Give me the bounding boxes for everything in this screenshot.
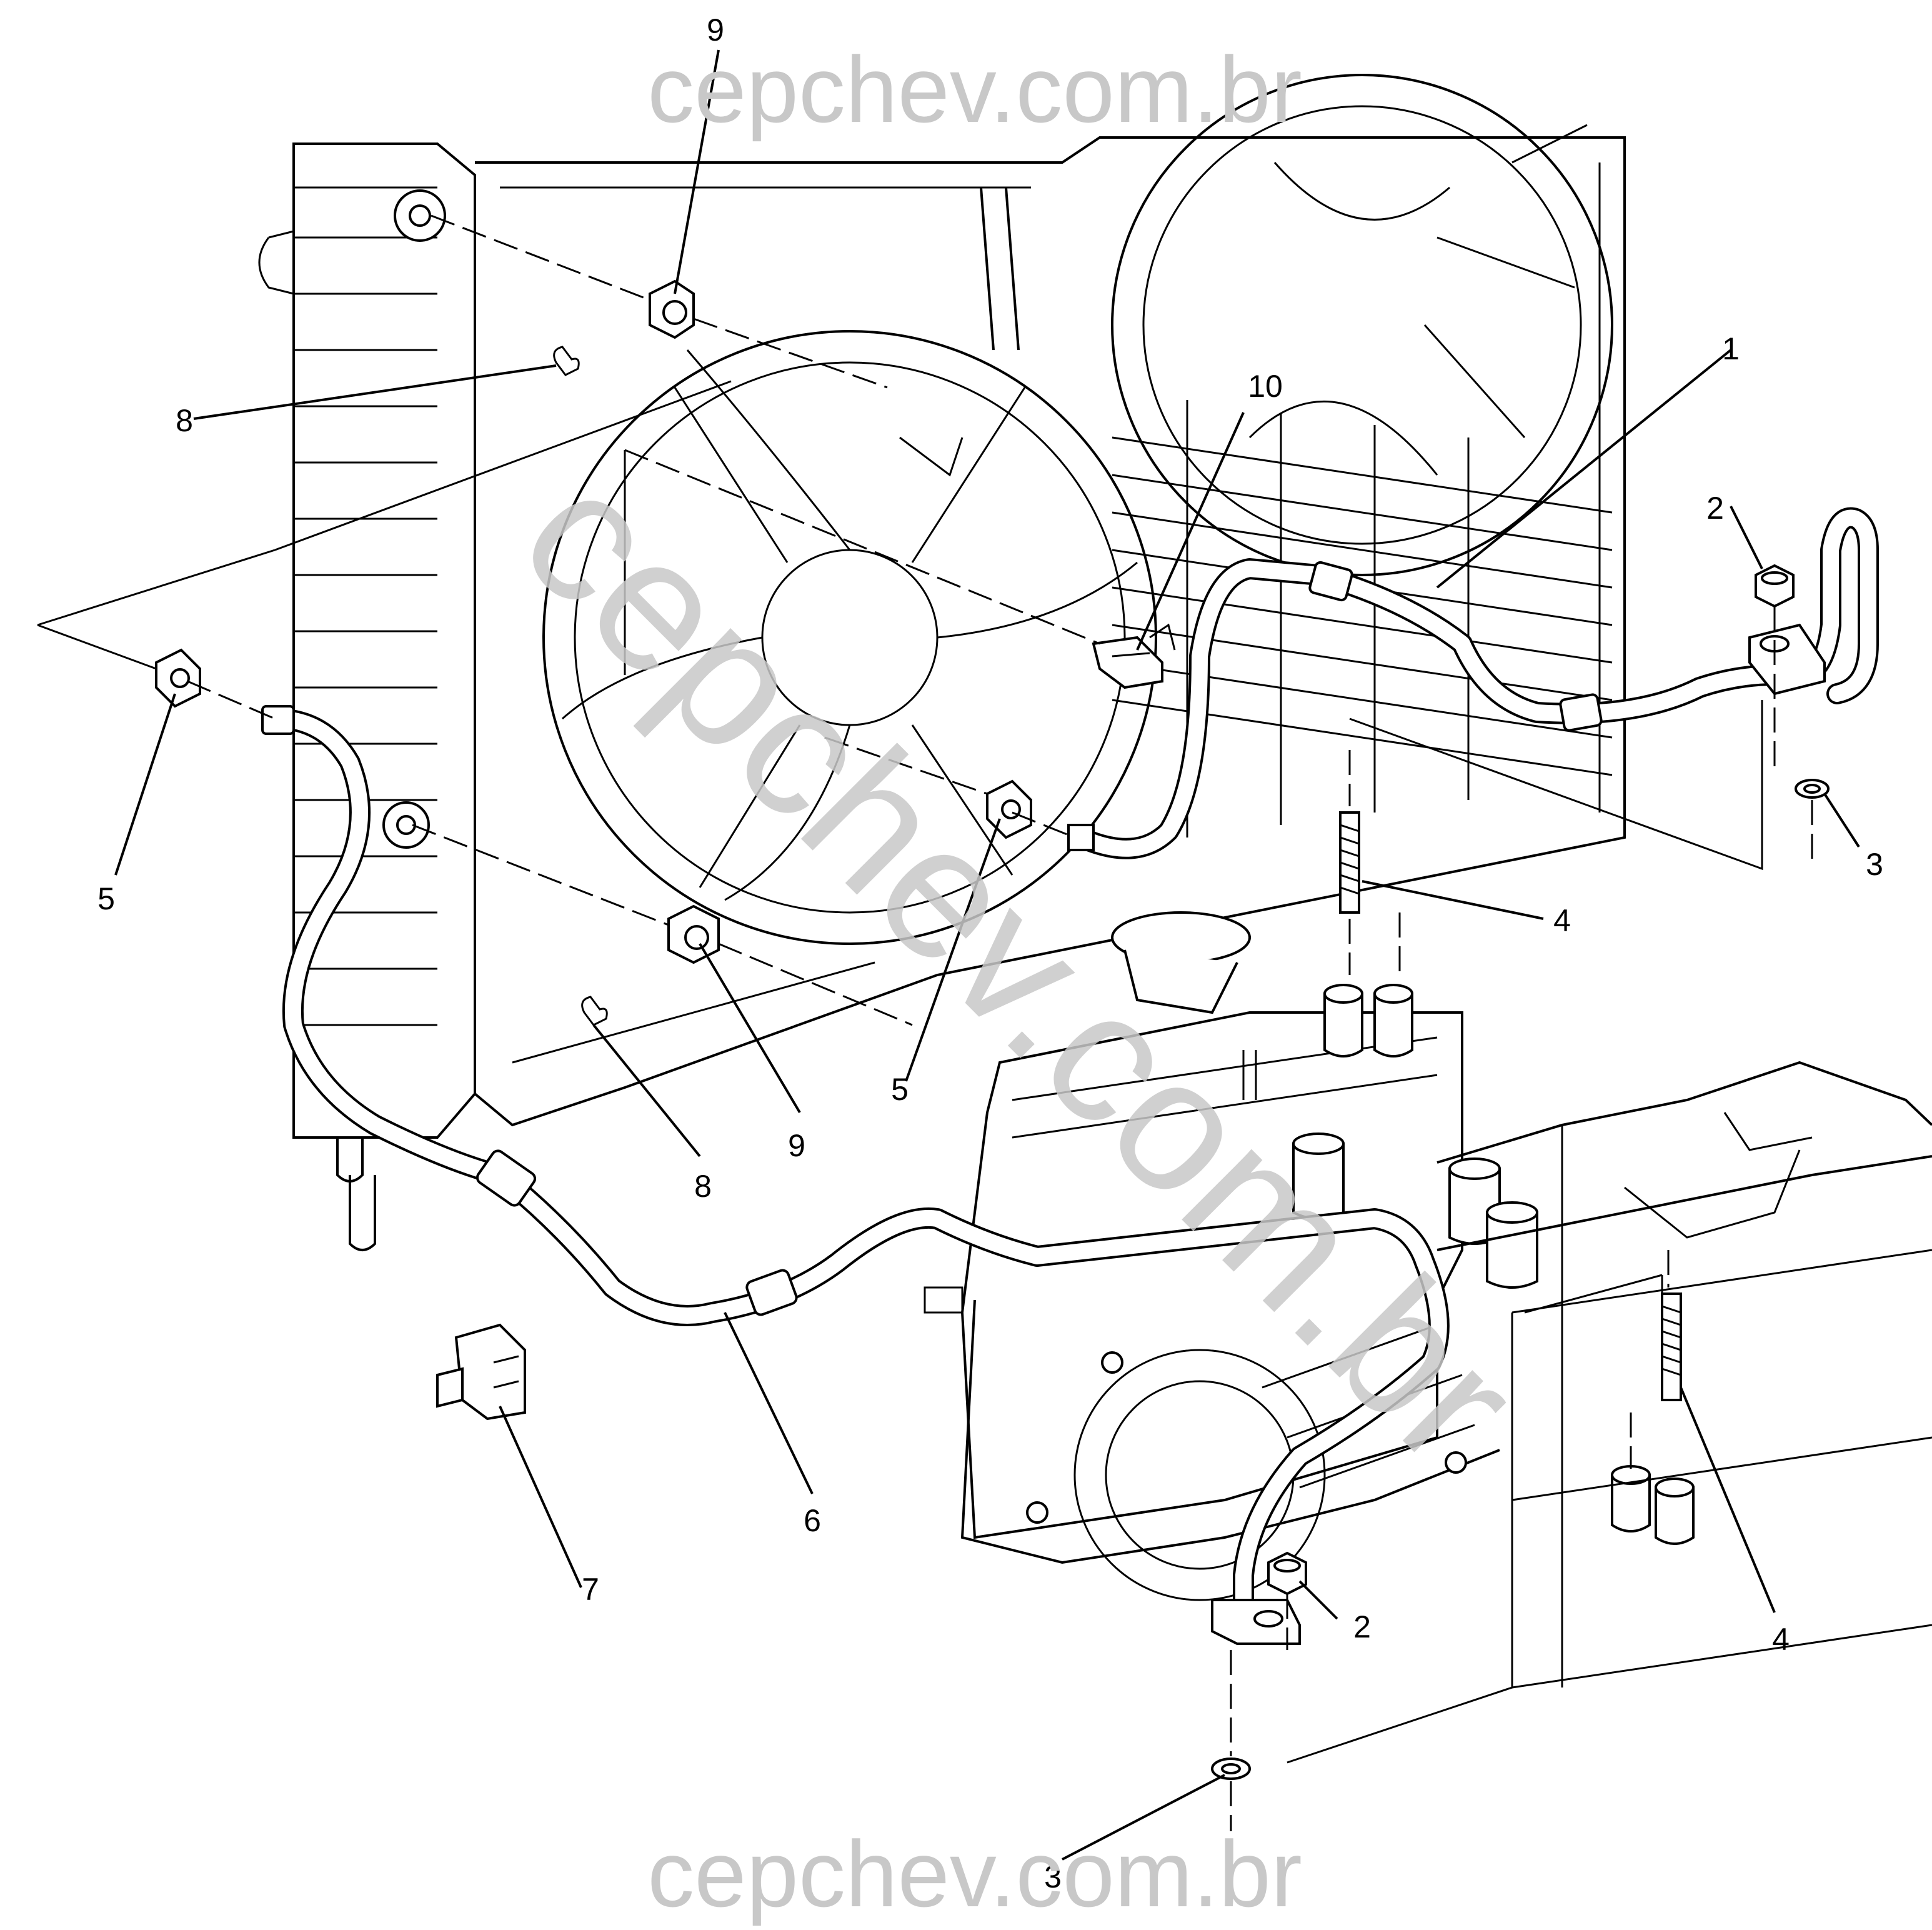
clip-8-upper (553, 346, 580, 376)
callout-2-lower: 2 (1353, 1609, 1371, 1644)
stud-4-lower (1661, 1292, 1682, 1401)
callout-9-upper: 9 (707, 12, 724, 48)
callout-4-lower: 4 (1772, 1622, 1790, 1657)
callout-3-lower: 3 (1044, 1859, 1062, 1894)
callout-10: 10 (1248, 369, 1283, 404)
nut-9-lower (667, 904, 720, 964)
watermark-top: cepchev.com.br (647, 37, 1302, 142)
clamp-7 (436, 1323, 526, 1421)
clip-10 (1092, 636, 1163, 689)
callout-8-upper: 8 (176, 403, 193, 438)
cooler-line-lower (261, 705, 1450, 1645)
callout-4-upper: 4 (1553, 903, 1571, 938)
nut-2-lower (1267, 1551, 1307, 1596)
callout-3-upper: 3 (1866, 847, 1883, 882)
cooler-line-upper (1067, 507, 1879, 859)
callout-labels: 1 2 3 4 4 2 3 5 5 6 7 8 8 9 9 10 (97, 12, 1883, 1894)
transmission-assembly (924, 911, 1932, 1689)
callout-9-lower: 9 (788, 1128, 805, 1163)
alignment-lines (37, 214, 1813, 1831)
callout-6: 6 (804, 1503, 821, 1538)
callout-1: 1 (1722, 331, 1740, 366)
washer-3-lower (1211, 1758, 1251, 1780)
callout-5-right: 5 (891, 1072, 909, 1107)
stud-4-upper (1339, 811, 1360, 914)
clip-8-lower (581, 996, 608, 1026)
callout-8-lower: 8 (694, 1169, 712, 1204)
radiator-assembly (258, 74, 1626, 1251)
callout-7: 7 (582, 1572, 599, 1607)
washer-3-upper (1795, 779, 1830, 799)
grommet-5-left (155, 648, 201, 708)
nut-9-upper (649, 279, 695, 339)
leader-lines (114, 49, 1860, 1861)
callout-2-upper: 2 (1706, 491, 1724, 526)
watermarks: cepchev.com.br cepchev.com.br cepchev.co… (483, 37, 1558, 1926)
watermark-diagonal: cepchev.com.br (483, 429, 1558, 1504)
callout-5-left: 5 (97, 881, 115, 916)
watermark-bottom: cepchev.com.br (647, 1821, 1302, 1926)
nut-2-upper (1755, 564, 1795, 608)
